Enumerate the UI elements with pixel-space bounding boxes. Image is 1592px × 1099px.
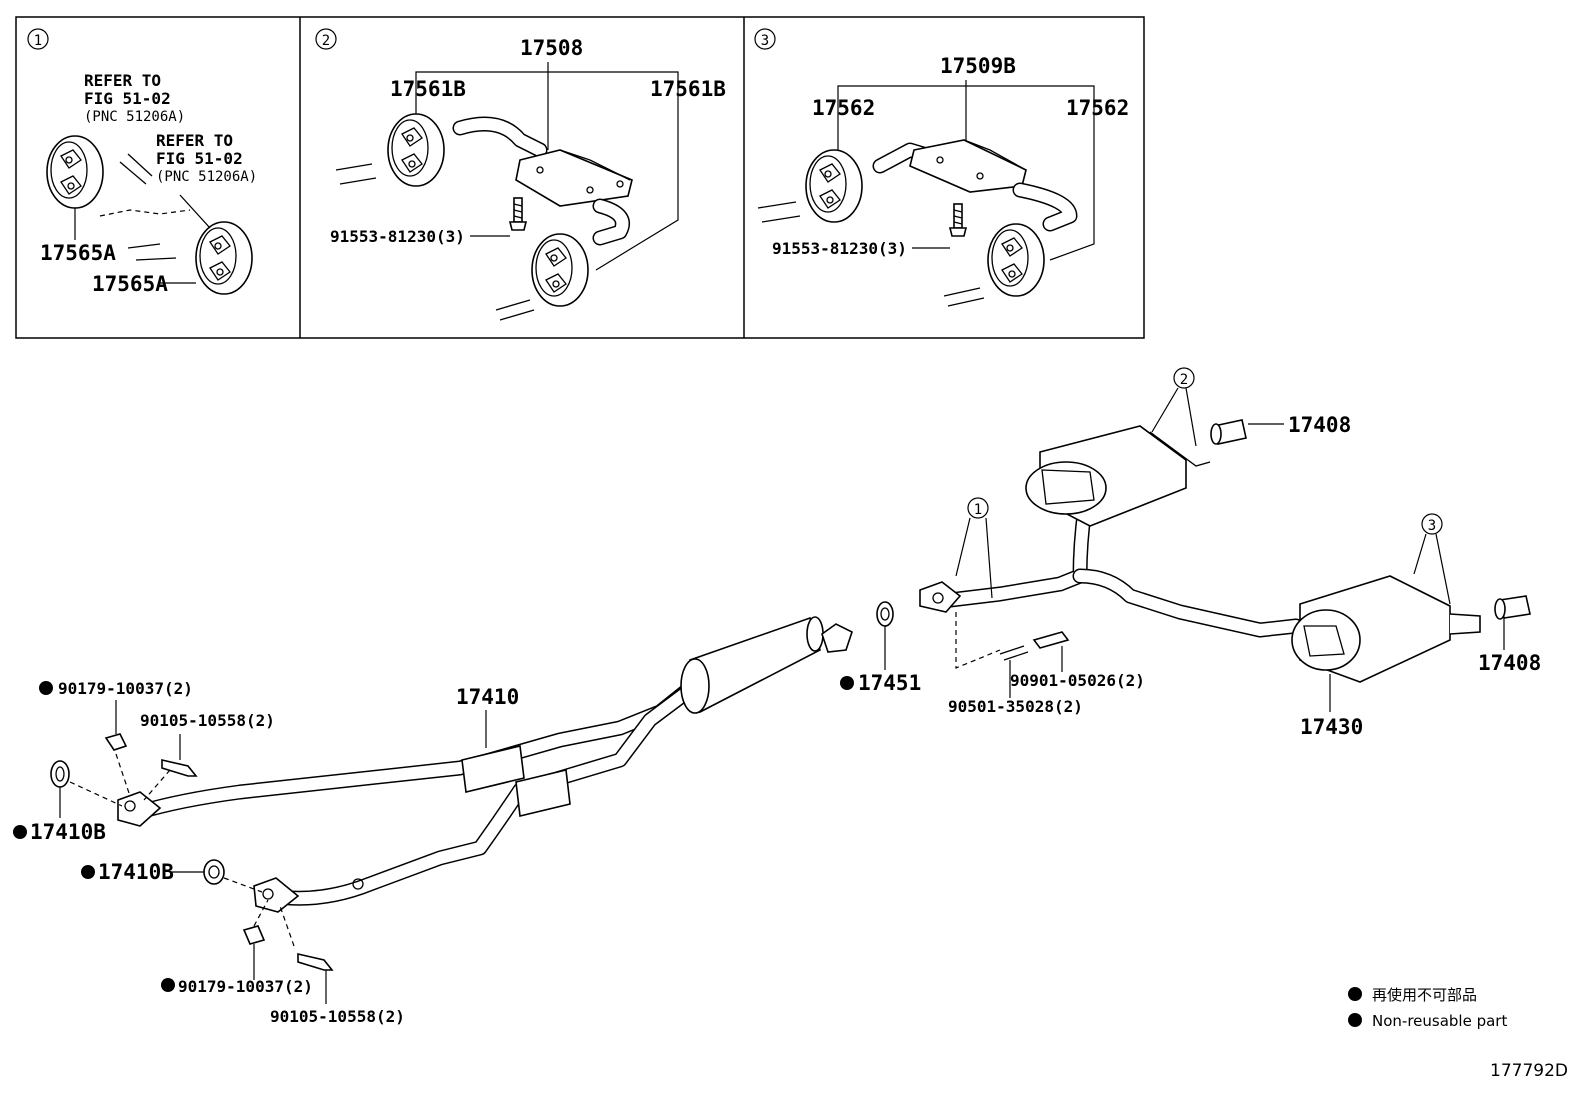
refer-text-1-line3: (PNC 51206A) — [84, 109, 185, 125]
upper-left-hardware: 90179-10037(2) 90105-10558(2) 17410B — [13, 679, 275, 844]
callout-3: 3 — [1413, 513, 1451, 605]
nut-lower-icon — [242, 925, 266, 945]
label-gasket-17410b-lower: 17410B — [98, 860, 174, 884]
svg-text:1: 1 — [974, 502, 982, 518]
inset-1: 1 REFER TO FIG 51-02 (PNC 51206A) REFER … — [27, 28, 257, 296]
center-gasket-group: 17451 — [840, 601, 921, 695]
label-nut-upper: 90179-10037(2) — [58, 679, 193, 698]
hanger-17565a-upper-icon — [46, 135, 104, 209]
hanger-17561b-right-icon — [531, 233, 589, 307]
tail-tip-upper-icon — [1210, 419, 1247, 445]
label-17408-upper: 17408 — [1288, 413, 1351, 437]
legend-bullet-en — [1348, 1013, 1362, 1027]
label-bolt-rear: 90901-05026(2) — [1010, 671, 1145, 690]
hanger-17562-left-icon — [805, 149, 863, 223]
label-17410: 17410 — [456, 685, 519, 709]
upper-rear-muffler — [1025, 425, 1211, 527]
label-17508: 17508 — [520, 36, 583, 60]
inset-3-number: 3 — [754, 28, 776, 50]
hanger-17565a-lower-icon — [195, 221, 253, 295]
label-bolt-upper: 90105-10558(2) — [140, 711, 275, 730]
callout-2: 2 — [1151, 367, 1197, 447]
figure-id: 177792D — [1490, 1061, 1568, 1081]
label-17408-lower: 17408 — [1478, 651, 1541, 675]
lower-left-hardware: 17410B 90179-10037(2) 90105-10558(2) — [81, 859, 405, 1026]
label-bolt-inset2: 91553-81230(3) — [330, 227, 465, 246]
refer-text-2-line1: REFER TO — [156, 131, 233, 150]
svg-text:2: 2 — [1180, 372, 1188, 388]
bolt-lower-icon — [297, 952, 334, 971]
label-bolt-inset3: 91553-81230(3) — [772, 239, 907, 258]
label-17561b-right: 17561B — [650, 77, 726, 101]
gasket-17451-icon — [876, 601, 894, 627]
svg-text:3: 3 — [761, 33, 769, 49]
label-17451: 17451 — [858, 671, 921, 695]
gasket-17410b-upper-icon — [50, 760, 70, 788]
label-17562-left: 17562 — [812, 96, 875, 120]
svg-text:2: 2 — [322, 33, 330, 49]
inset-frames — [15, 16, 1145, 339]
svg-text:3: 3 — [1428, 518, 1436, 534]
nut-upper-icon — [104, 733, 128, 751]
refer-text-1-line2: FIG 51-02 — [84, 89, 171, 108]
flange-upper — [117, 791, 162, 827]
legend: 再使用不可部品 Non-reusable part — [1348, 986, 1507, 1030]
hanger-17561b-left-icon — [387, 113, 445, 187]
callout-1: 1 — [955, 497, 993, 599]
tail-tip-lower-icon — [1494, 595, 1531, 620]
label-17565a-lower: 17565A — [92, 272, 168, 296]
inset-2: 2 17508 17561B 17561B 91553-81230(3) — [315, 28, 726, 321]
label-nut-lower: 90179-10037(2) — [178, 977, 313, 996]
bolt-91553-inset3-icon — [949, 203, 967, 237]
spring-icon — [999, 645, 1029, 661]
bolt-upper-icon — [161, 758, 198, 777]
hanger-17562-right-icon — [987, 223, 1045, 297]
flange-rear — [919, 581, 962, 613]
refer-text-1-line1: REFER TO — [84, 71, 161, 90]
label-bolt-lower: 90105-10558(2) — [270, 1007, 405, 1026]
legend-jp: 再使用不可部品 — [1372, 986, 1477, 1004]
legend-en: Non-reusable part — [1372, 1012, 1507, 1030]
refer-text-2-line2: FIG 51-02 — [156, 149, 243, 168]
label-spring: 90501-35028(2) — [948, 697, 1083, 716]
inset-2-number: 2 — [315, 28, 337, 50]
bolt-91553-inset2-icon — [509, 197, 527, 231]
svg-text:1: 1 — [34, 33, 42, 49]
label-gasket-17410b-upper: 17410B — [30, 820, 106, 844]
refer-text-2-line3: (PNC 51206A) — [156, 169, 257, 185]
label-17561b-left: 17561B — [390, 77, 466, 101]
label-17509b: 17509B — [940, 54, 1016, 78]
lower-rear-muffler — [1291, 575, 1481, 683]
inset-1-number: 1 — [27, 28, 49, 50]
gasket-17410b-lower-icon — [203, 859, 225, 885]
bolt-rear-icon — [1032, 631, 1070, 649]
label-17565a-upper: 17565A — [40, 241, 116, 265]
tail-pipe-assembly — [919, 419, 1531, 683]
label-17562-right: 17562 — [1066, 96, 1129, 120]
inset-3: 3 17509B 17562 17562 91553-81230(3) — [754, 28, 1129, 307]
label-17430: 17430 — [1300, 715, 1363, 739]
front-pipe-assembly — [117, 616, 853, 913]
center-muffler — [680, 616, 853, 714]
legend-bullet-jp — [1348, 987, 1362, 1001]
flange-lower — [253, 877, 300, 913]
